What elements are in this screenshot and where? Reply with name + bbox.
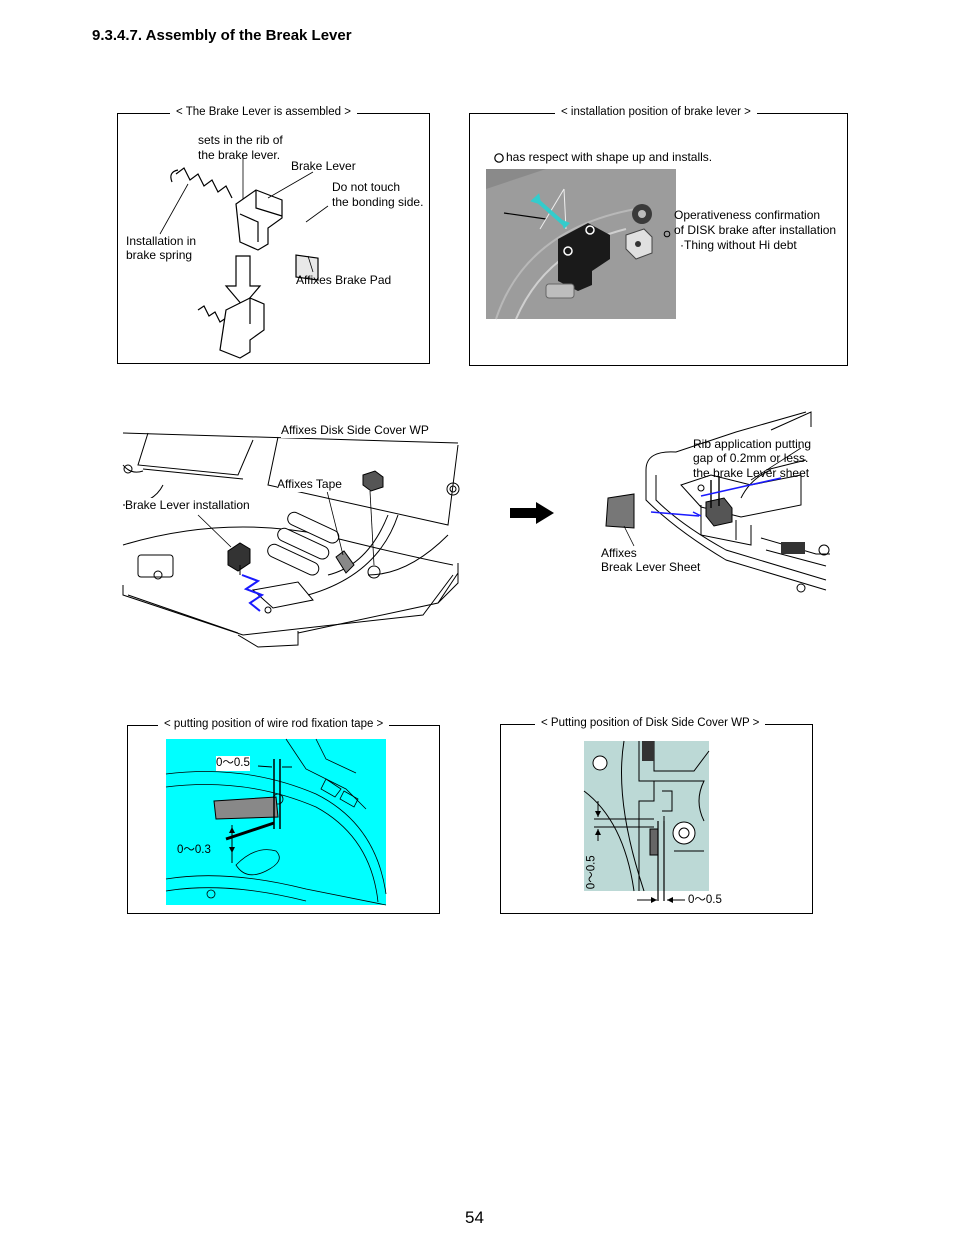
label-do-not-touch-2: the bonding side. bbox=[332, 195, 424, 209]
wire-tape-diagram bbox=[165, 738, 387, 906]
cover-wp-diagram bbox=[583, 740, 710, 901]
brake-lever-diagram bbox=[159, 156, 329, 359]
panel-caption: < Putting position of Disk Side Cover WP… bbox=[535, 717, 766, 729]
panel-caption: < The Brake Lever is assembled > bbox=[170, 106, 357, 118]
panel-brake-lever-assembled: < The Brake Lever is assembled > sets in… bbox=[117, 106, 430, 364]
op-line-1: Operativeness confirmation bbox=[674, 208, 821, 222]
label-affixes-tape: Affixes Tape bbox=[277, 477, 342, 492]
installation-photo bbox=[486, 169, 676, 320]
label-brake-lever: Brake Lever bbox=[291, 159, 356, 173]
sheet-line-2: Break Lever Sheet bbox=[601, 560, 701, 574]
label-sets-in-rib: sets in the rib of bbox=[198, 133, 283, 147]
dim-vertical: 0～0.5 bbox=[584, 855, 600, 890]
label-brake-lever-installation: Brake Lever installation bbox=[125, 498, 250, 513]
pointer-circle-icon bbox=[663, 230, 671, 238]
label-affixes-brake-pad: Affixes Brake Pad bbox=[296, 273, 392, 287]
dim-horizontal: 0～0.5 bbox=[688, 894, 722, 906]
dim-top: 0～0.5 bbox=[216, 756, 250, 771]
page-number: 54 bbox=[465, 1208, 484, 1227]
label-installation-spring-2: brake spring bbox=[126, 248, 193, 262]
rib-line-3: the brake Lever sheet bbox=[693, 466, 810, 480]
circle-mark-icon bbox=[494, 153, 504, 163]
panel-disk-side-cover-wp: < Putting position of Disk Side Cover WP… bbox=[500, 717, 813, 914]
label-sets-in-rib-2: the brake lever. bbox=[198, 148, 281, 162]
section-heading: 9.3.4.7. Assembly of the Break Lever bbox=[92, 27, 352, 44]
panel-installation-position: < installation position of brake lever >… bbox=[469, 106, 848, 366]
op-line-3: ·Thing without Hi debt bbox=[680, 238, 797, 252]
lever-sheet-piece bbox=[605, 493, 635, 547]
rib-line-2: gap of 0.2mm or less. bbox=[693, 451, 809, 465]
label-do-not-touch: Do not touch bbox=[332, 180, 401, 194]
right-arrow-icon bbox=[510, 502, 554, 524]
sheet-line-1: Affixes bbox=[601, 546, 637, 560]
install-note: has respect with shape up and installs. bbox=[506, 150, 713, 164]
chassis-assembly-drawing bbox=[122, 432, 460, 648]
rib-line-1: Rib application putting bbox=[693, 437, 812, 451]
horizontal-dimension bbox=[637, 897, 685, 903]
label-installation-spring: Installation in bbox=[126, 234, 197, 248]
panel-caption: < putting position of wire rod fixation … bbox=[158, 718, 390, 730]
label-affixes-cover-wp: Affixes Disk Side Cover WP bbox=[281, 423, 429, 438]
dim-bottom: 0～0.3 bbox=[177, 843, 211, 858]
panel-caption: < installation position of brake lever > bbox=[555, 106, 757, 118]
panel-wire-fixation-tape: < putting position of wire rod fixation … bbox=[127, 718, 440, 914]
op-line-2: of DISK brake after installation bbox=[674, 223, 837, 237]
lever-sheet-drawing bbox=[645, 411, 830, 593]
